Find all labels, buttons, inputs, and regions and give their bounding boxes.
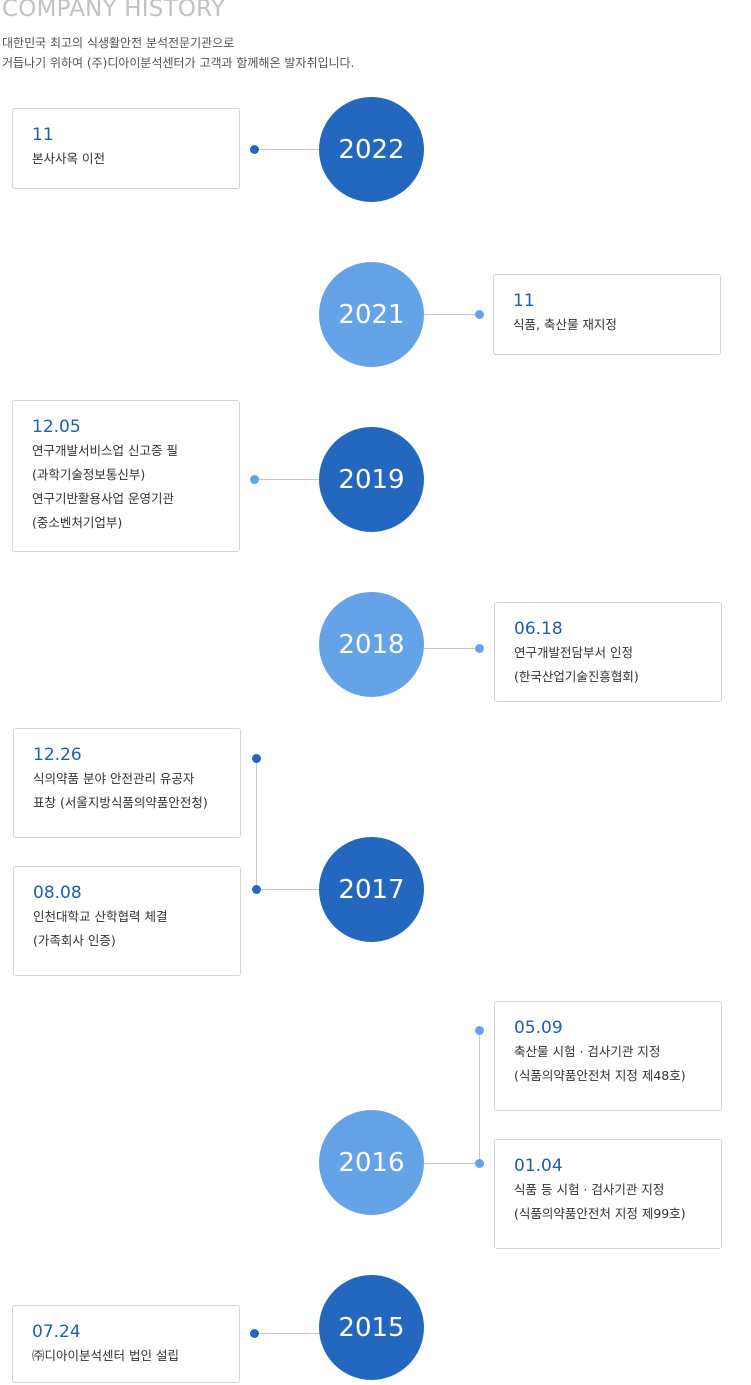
year-label: 2015 <box>338 1312 405 1343</box>
event-text: (식품의약품안전처 지정 제99호) <box>514 1206 686 1221</box>
year-label: 2019 <box>338 464 405 495</box>
event-date: 12.05 <box>32 417 81 437</box>
event-text: 연구개발서비스업 신고증 필 <box>32 443 178 458</box>
page-title: COMPANY HISTORY <box>2 0 226 22</box>
year-label: 2018 <box>338 629 405 660</box>
year-label: 2016 <box>338 1147 405 1178</box>
connector-vertical <box>479 1030 480 1164</box>
event-text: (중소벤처기업부) <box>32 515 123 530</box>
page-subtitle: 대한민국 최고의 식생활안전 분석전문기관으로 거듭나기 위하여 (주)디아이분… <box>2 33 354 73</box>
event-date: 08.08 <box>33 883 82 903</box>
event-text: 식품 등 시험 · 검사기관 지정 <box>514 1182 665 1197</box>
timeline-dot <box>475 310 484 319</box>
connector-line <box>424 648 479 649</box>
event-date: 12.26 <box>33 745 82 765</box>
event-text: (과학기술정보통신부) <box>32 467 146 482</box>
year-circle-2019: 2019 <box>319 427 424 532</box>
timeline-dot <box>475 1026 484 1035</box>
timeline-dot <box>250 145 259 154</box>
event-date: 05.09 <box>514 1018 563 1038</box>
connector-line <box>255 1333 321 1334</box>
event-card-2015: 07.24 ㈜디아이분석센터 법인 설립 <box>12 1305 240 1383</box>
year-circle-2016: 2016 <box>319 1110 424 1215</box>
event-text: 연구개발전담부서 인정 <box>514 645 633 660</box>
year-label: 2022 <box>338 134 405 165</box>
event-text: 축산물 시험 · 검사기관 지정 <box>514 1044 661 1059</box>
year-circle-2017: 2017 <box>319 837 424 942</box>
event-card-2017-0808: 08.08 인천대학교 산학협력 체결 (가족회사 인증) <box>13 866 241 976</box>
event-text: (식품의약품안전처 지정 제48호) <box>514 1068 686 1083</box>
timeline-dot <box>475 1159 484 1168</box>
event-card-2016-0104: 01.04 식품 등 시험 · 검사기관 지정 (식품의약품안전처 지정 제99… <box>494 1139 722 1249</box>
timeline-dot <box>250 1329 259 1338</box>
event-card-2019: 12.05 연구개발서비스업 신고증 필 (과학기술정보통신부) 연구기반활용사… <box>12 400 240 552</box>
event-date: 06.18 <box>514 619 563 639</box>
event-text: ㈜디아이분석센터 법인 설립 <box>32 1348 179 1363</box>
year-circle-2022: 2022 <box>319 97 424 202</box>
timeline-dot <box>475 644 484 653</box>
event-text: 표창 (서울지방식품의약품안전청) <box>33 795 208 810</box>
connector-line <box>424 314 479 315</box>
event-text: 연구기반활용사업 운영기관 <box>32 491 174 506</box>
event-text: (한국산업기술진흥협회) <box>514 669 639 684</box>
event-date: 01.04 <box>514 1156 563 1176</box>
connector-line <box>256 889 321 890</box>
connector-line <box>255 149 321 150</box>
event-date: 11 <box>32 125 54 145</box>
event-text: 식의약품 분야 안전관리 유공자 <box>33 771 195 786</box>
year-label: 2021 <box>338 299 405 330</box>
event-card-2022: 11 본사사옥 이전 <box>12 108 240 189</box>
connector-line <box>255 479 321 480</box>
event-date: 07.24 <box>32 1322 81 1342</box>
subtitle-line: 거듭나기 위하여 (주)디아이분석센터가 고객과 함께해온 발자취입니다. <box>2 56 355 70</box>
event-card-2021: 11 식품, 축산물 재지정 <box>493 274 721 355</box>
year-circle-2021: 2021 <box>319 262 424 367</box>
timeline-dot <box>252 754 261 763</box>
connector-line <box>424 1163 480 1164</box>
event-text: 인천대학교 산학협력 체결 <box>33 909 168 924</box>
subtitle-line: 대한민국 최고의 식생활안전 분석전문기관으로 <box>2 36 235 50</box>
connector-vertical <box>256 758 257 890</box>
year-circle-2018: 2018 <box>319 592 424 697</box>
event-text: (가족회사 인증) <box>33 933 116 948</box>
event-text: 식품, 축산물 재지정 <box>513 317 617 332</box>
event-card-2018: 06.18 연구개발전담부서 인정 (한국산업기술진흥협회) <box>494 602 722 702</box>
year-label: 2017 <box>338 874 405 905</box>
event-text: 본사사옥 이전 <box>32 151 105 166</box>
timeline-dot <box>252 885 261 894</box>
event-date: 11 <box>513 291 535 311</box>
timeline-dot <box>250 475 259 484</box>
year-circle-2015: 2015 <box>319 1275 424 1380</box>
event-card-2016-0509: 05.09 축산물 시험 · 검사기관 지정 (식품의약품안전처 지정 제48호… <box>494 1001 722 1111</box>
event-card-2017-1226: 12.26 식의약품 분야 안전관리 유공자 표창 (서울지방식품의약품안전청) <box>13 728 241 838</box>
